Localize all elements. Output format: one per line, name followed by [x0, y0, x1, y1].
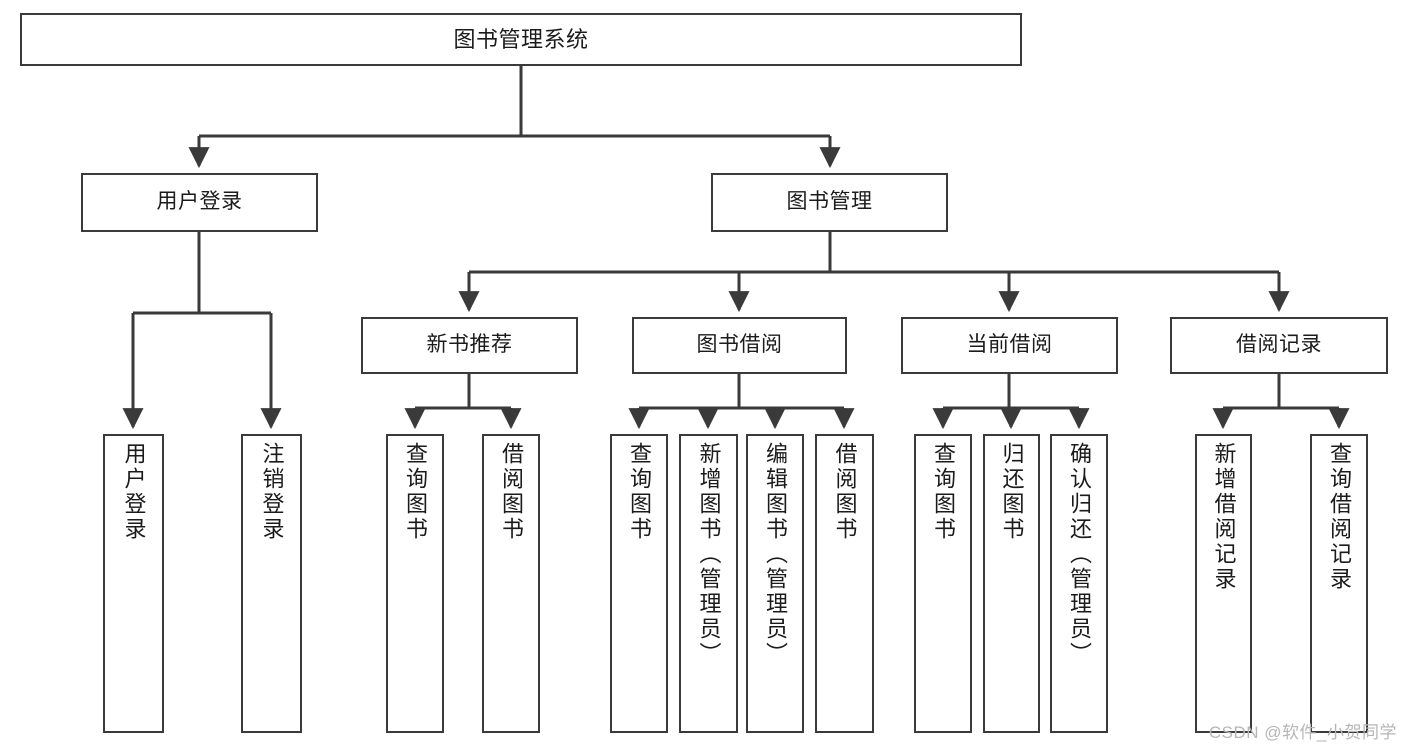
- leaf-query-borrow-record-label: 查询借阅记录: [1327, 442, 1352, 592]
- leaf-borrow-query-book-label: 查询图书: [627, 442, 652, 542]
- leaf-user-login[interactable]: 用户登录: [103, 434, 164, 733]
- node-root-label: 图书管理系统: [453, 26, 589, 52]
- node-book-borrow[interactable]: 图书借阅: [632, 317, 847, 374]
- node-current-borrow[interactable]: 当前借阅: [901, 317, 1118, 374]
- leaf-add-book-admin[interactable]: 新增图书（管理员）: [679, 434, 738, 733]
- leaf-logout-label: 注销登录: [259, 442, 285, 542]
- watermark-text: CSDN @软件_小贺同学: [1208, 723, 1397, 742]
- node-user-login[interactable]: 用户登录: [81, 173, 318, 232]
- node-new-book-recommend-label: 新书推荐: [426, 333, 513, 357]
- node-book-manage[interactable]: 图书管理: [711, 173, 948, 232]
- leaf-edit-book-admin-label: 编辑图书（管理员）: [763, 442, 788, 667]
- node-book-manage-label: 图书管理: [786, 190, 873, 214]
- leaf-borrow-query-book[interactable]: 查询图书: [610, 434, 668, 733]
- leaf-newbook-query-book-label: 查询图书: [403, 442, 428, 542]
- node-root[interactable]: 图书管理系统: [20, 13, 1022, 66]
- leaf-borrow-book-label: 借阅图书: [832, 442, 858, 542]
- leaf-user-login-label: 用户登录: [121, 442, 147, 542]
- leaf-borrow-book[interactable]: 借阅图书: [815, 434, 874, 733]
- leaf-add-borrow-record-label: 新增借阅记录: [1211, 442, 1237, 592]
- node-new-book-recommend[interactable]: 新书推荐: [361, 317, 578, 374]
- leaf-return-book-label: 归还图书: [999, 442, 1025, 542]
- leaf-current-query-book-label: 查询图书: [931, 442, 956, 542]
- leaf-return-book[interactable]: 归还图书: [983, 434, 1040, 733]
- leaf-add-borrow-record[interactable]: 新增借阅记录: [1195, 434, 1252, 733]
- leaf-query-borrow-record[interactable]: 查询借阅记录: [1310, 434, 1368, 733]
- node-current-borrow-label: 当前借阅: [966, 333, 1053, 357]
- node-borrow-record-label: 借阅记录: [1236, 333, 1322, 357]
- leaf-confirm-return-admin[interactable]: 确认归还（管理员）: [1050, 434, 1108, 733]
- node-book-borrow-label: 图书借阅: [696, 333, 783, 357]
- leaf-edit-book-admin[interactable]: 编辑图书（管理员）: [746, 434, 804, 733]
- leaf-newbook-borrow-book-label: 借阅图书: [499, 442, 524, 542]
- leaf-confirm-return-admin-label: 确认归还（管理员）: [1067, 442, 1092, 667]
- node-user-login-label: 用户登录: [156, 190, 243, 214]
- node-borrow-record[interactable]: 借阅记录: [1170, 317, 1388, 374]
- leaf-current-query-book[interactable]: 查询图书: [914, 434, 972, 733]
- leaf-newbook-query-book[interactable]: 查询图书: [386, 434, 444, 733]
- leaf-add-book-admin-label: 新增图书（管理员）: [696, 442, 722, 667]
- leaf-newbook-borrow-book[interactable]: 借阅图书: [482, 434, 540, 733]
- leaf-logout[interactable]: 注销登录: [241, 434, 302, 733]
